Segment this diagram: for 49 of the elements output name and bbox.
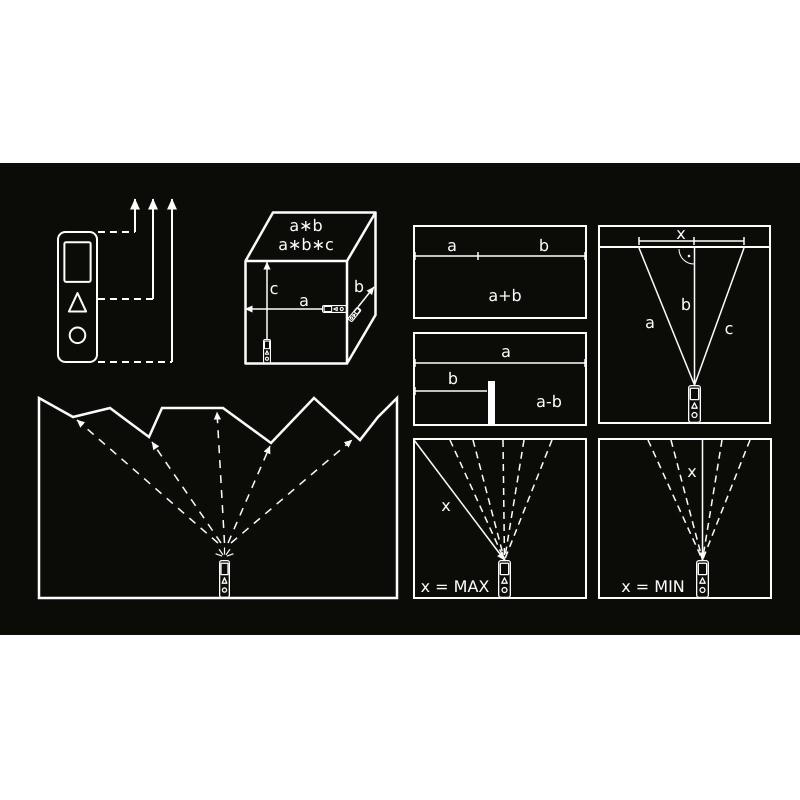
dashed-line	[702, 440, 723, 560]
edge-label: b	[680, 297, 692, 313]
arrow	[698, 440, 706, 560]
measure-line	[638, 248, 696, 386]
frame-panel	[413, 332, 587, 426]
laser-meter-icon	[322, 305, 347, 313]
dashed-line	[670, 440, 704, 560]
dimension-label: b	[448, 371, 458, 387]
mode-text: x = MIN	[621, 579, 685, 595]
arrow	[413, 440, 506, 560]
dashed-line	[702, 440, 751, 560]
formula-text: a-b	[536, 394, 562, 410]
laser-meter-icon	[347, 307, 362, 322]
measure-line	[694, 248, 696, 385]
dashed-arrow	[214, 412, 226, 544]
dimension-label: a	[501, 344, 511, 360]
arrow	[244, 305, 322, 313]
measure-line	[694, 248, 745, 386]
formula-text: a∗b	[289, 218, 323, 234]
laser-meter-icon	[263, 339, 271, 364]
dashed-arrow	[227, 446, 271, 544]
dimension-label: b	[538, 238, 550, 254]
laser-meter-icon	[498, 560, 511, 598]
dashed-arrow	[98, 198, 177, 363]
arrow	[263, 262, 271, 339]
mode-text: x = MAX	[420, 579, 490, 595]
dashed-arrow	[151, 442, 222, 544]
laser-meter-icon	[696, 560, 709, 598]
laser-meter-icon	[57, 231, 98, 363]
dashed-line	[504, 440, 525, 560]
dimension-label: x	[676, 228, 686, 240]
cube-outline	[244, 211, 377, 365]
formula-text: a∗b∗c	[278, 237, 334, 253]
frame-panel	[413, 225, 587, 319]
dashed-arrow	[76, 419, 218, 544]
edge-label: a	[298, 295, 310, 307]
laser-meter-icon	[688, 385, 701, 423]
formula-text: a+b	[488, 288, 522, 304]
frame-panel	[598, 438, 772, 599]
dashed-arrow	[230, 439, 352, 544]
dashed-arrow	[98, 198, 140, 233]
frame-panel	[413, 438, 587, 599]
dashed-line	[472, 440, 506, 560]
dashed-line	[504, 440, 553, 560]
edge-label: b	[352, 279, 366, 295]
frame-panel	[598, 225, 771, 424]
dimension-label: a	[447, 238, 457, 254]
dashed-arrow	[98, 198, 158, 300]
arrow	[357, 286, 375, 308]
